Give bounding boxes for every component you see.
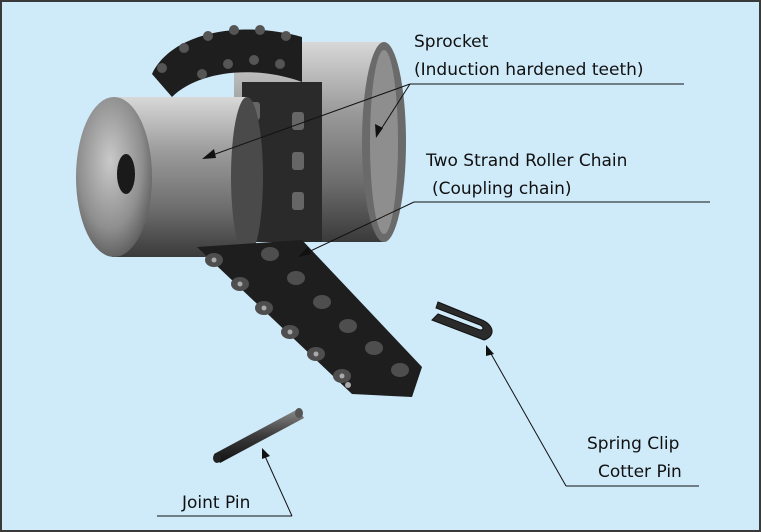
sprocket-sublabel: (Induction hardened teeth) <box>414 60 644 80</box>
roller-chain-sublabel: (Coupling chain) <box>432 179 572 199</box>
joint-pin-part <box>213 408 304 463</box>
spring-clip-label: Spring Clip <box>587 434 680 454</box>
leader-lines <box>157 83 710 517</box>
chain-strand <box>197 240 422 397</box>
sprocket-label: Sprocket <box>414 32 489 52</box>
bore-hole <box>117 154 135 194</box>
joint-pin-label: Joint Pin <box>182 493 251 513</box>
spring-clip-part <box>431 301 493 341</box>
arrowheads <box>202 124 494 459</box>
front-hub <box>76 97 263 257</box>
roller-chain-label: Two Strand Roller Chain <box>426 151 628 171</box>
cotter-pin-label: Cotter Pin <box>598 462 682 482</box>
